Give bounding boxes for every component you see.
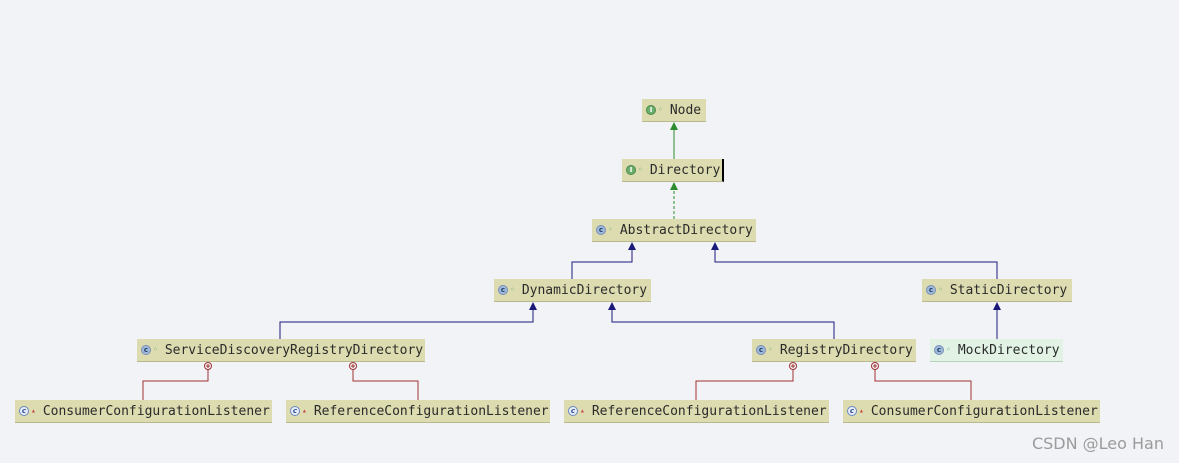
public-visibility-icon: ◦ (768, 345, 773, 354)
class-node-reference-listener-1[interactable]: c▴ ReferenceConfigurationListener (286, 400, 550, 423)
public-visibility-icon: ◦ (638, 165, 643, 174)
private-lock-icon: ▴ (859, 406, 864, 415)
edge-mock-directory-to-static-directory-arrow (993, 302, 1001, 310)
inner-class-icon: c (568, 406, 578, 416)
class-node-static-directory[interactable]: c◦ StaticDirectory (922, 279, 1072, 302)
public-visibility-icon: ◦ (938, 285, 943, 294)
class-node-label: StaticDirectory (949, 282, 1068, 298)
edge-reference-listener-1-to-service-discovery-registry-directory (352, 370, 419, 400)
class-node-label: ServiceDiscoveryRegistryDirectory (164, 342, 424, 358)
edge-consumer-listener-2-to-registry-directory (874, 370, 972, 400)
edge-registry-directory-to-dynamic-directory (611, 309, 835, 339)
class-icon: c (498, 285, 508, 295)
edge-dynamic-directory-to-abstract-directory (571, 249, 633, 279)
class-node-label: ReferenceConfigurationListener (591, 403, 827, 419)
private-lock-icon: ▴ (31, 406, 36, 415)
public-visibility-icon: ◦ (608, 225, 613, 234)
interface-icon: I (646, 105, 656, 115)
public-visibility-icon: ◦ (658, 105, 663, 114)
edge-service-discovery-registry-directory-to-dynamic-directory-arrow (529, 302, 537, 310)
class-icon: c (141, 345, 151, 355)
class-icon: c (926, 285, 936, 295)
edge-consumer-listener-1-to-service-discovery-registry-directory (142, 370, 209, 400)
public-visibility-icon: ◦ (153, 345, 158, 354)
edge-registry-directory-to-dynamic-directory-arrow (608, 302, 616, 310)
class-node-registry-directory[interactable]: c◦ RegistryDirectory (752, 339, 916, 362)
class-node-dynamic-directory[interactable]: c◦ DynamicDirectory (494, 279, 651, 302)
interface-icon: I (626, 165, 636, 175)
public-visibility-icon: ◦ (946, 345, 951, 354)
class-node-consumer-listener-1[interactable]: c▴ ConsumerConfigurationListener (15, 400, 272, 423)
class-node-node[interactable]: I◦ Node (642, 99, 706, 122)
edge-dynamic-directory-to-abstract-directory-arrow (628, 242, 636, 250)
class-node-label: ConsumerConfigurationListener (870, 403, 1098, 419)
class-icon: c (934, 345, 944, 355)
abstract-class-icon: c (596, 225, 606, 235)
class-node-service-discovery-registry-directory[interactable]: c◦ ServiceDiscoveryRegistryDirectory (137, 339, 425, 362)
class-node-label: AbstractDirectory (619, 222, 753, 238)
public-visibility-icon: ◦ (510, 285, 515, 294)
edge-service-discovery-registry-directory-to-dynamic-directory (279, 309, 534, 339)
class-node-label: ReferenceConfigurationListener (313, 403, 549, 419)
inner-class-icon: c (290, 406, 300, 416)
class-node-directory[interactable]: I◦ Directory (622, 159, 724, 182)
watermark: CSDN @Leo Han (1031, 434, 1164, 453)
edge-static-directory-to-abstract-directory (714, 249, 998, 279)
class-node-reference-listener-2[interactable]: c▴ ReferenceConfigurationListener (564, 400, 829, 423)
class-node-label: DynamicDirectory (521, 282, 648, 298)
edge-static-directory-to-abstract-directory-arrow (711, 242, 719, 250)
class-node-consumer-listener-2[interactable]: c▴ ConsumerConfigurationListener (843, 400, 1100, 423)
private-lock-icon: ▴ (302, 406, 307, 415)
class-node-abstract-directory[interactable]: c◦ AbstractDirectory (592, 219, 756, 242)
class-node-label: MockDirectory (957, 342, 1060, 358)
edge-reference-listener-2-to-registry-directory (695, 370, 794, 400)
edge-directory-to-node-arrow (670, 122, 678, 130)
class-node-label: Node (669, 102, 702, 118)
class-icon: c (756, 345, 766, 355)
private-lock-icon: ▴ (580, 406, 585, 415)
class-node-label: RegistryDirectory (779, 342, 913, 358)
inner-class-icon: c (19, 406, 29, 416)
edge-abstract-directory-to-directory-arrow (670, 182, 678, 190)
class-node-label: ConsumerConfigurationListener (42, 403, 270, 419)
class-node-mock-directory[interactable]: c◦ MockDirectory (930, 339, 1063, 362)
class-node-label: Directory (649, 162, 721, 178)
inner-class-icon: c (847, 406, 857, 416)
